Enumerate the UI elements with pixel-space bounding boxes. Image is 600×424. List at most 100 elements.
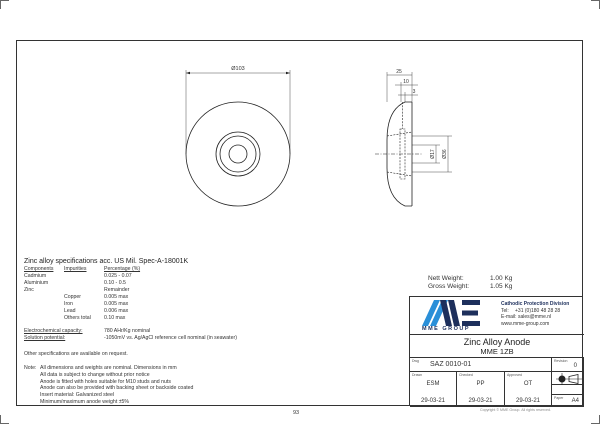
spec-row: Zinc Remainder: [24, 287, 188, 294]
component: [24, 301, 64, 308]
drawing-title: Zinc Alloy Anode MME 1ZB: [410, 335, 584, 358]
dwg-cell: Dwg SAZ 0010-01: [410, 358, 552, 372]
spec-row: Aluminium 0.10 - 0.5: [24, 280, 188, 287]
paper-size: A4: [571, 398, 579, 404]
email-value: sales@mme.nl: [518, 314, 552, 320]
impurity: [64, 273, 104, 280]
other-specs-note: Other specifications are available on re…: [24, 351, 128, 357]
component: Aluminium: [24, 280, 49, 286]
nett-weight-label: Nett Weight:: [428, 275, 464, 282]
checked-value: PP: [476, 381, 485, 387]
header-components: Components: [24, 266, 54, 272]
dwg-number: SAZ 0010-01: [430, 361, 472, 368]
spec-row: Lead 0.006 max: [24, 308, 188, 315]
hub-diameter-label: Ø36: [442, 149, 448, 159]
dwg-label: Dwg: [412, 359, 420, 363]
notes: Note:All dimensions and weights are nomi…: [24, 365, 193, 406]
drawn-cell: Drawn ESM 29-03-21: [410, 372, 457, 407]
crop-mark-top-left: [0, 0, 9, 9]
spec-header-row: Components Impurities Percentage (%): [24, 266, 188, 273]
approved-label: Approved: [507, 373, 522, 377]
header-impurities: Impurities: [64, 266, 87, 272]
company-division: Cathodic Protection Division: [501, 301, 570, 307]
weights: Nett Weight: 1.00 Kg Gross Weight: 1.05 Kg: [428, 275, 512, 291]
gross-weight-label: Gross Weight:: [428, 283, 470, 290]
paper-label: Paper: [554, 396, 564, 400]
header-percentage: Percentage (%): [104, 266, 141, 272]
component: [24, 308, 64, 315]
note-line: Insert material: Galvanized steel: [40, 392, 115, 399]
front-view: [185, 70, 291, 207]
spec-row: Others total 0.10 max: [24, 315, 188, 322]
percentage: 0.006 max: [104, 308, 129, 314]
drawn-date: 29-03-21: [420, 398, 446, 404]
note-line: Anode is fitted with holes suitable for …: [40, 378, 171, 385]
side-view: [375, 72, 452, 207]
percentage: 0.005 max: [104, 301, 129, 307]
impurity: Lead: [64, 308, 76, 314]
note-line: Anode can also be provided with backing …: [40, 385, 194, 392]
gross-weight-value: 1.05 Kg: [490, 283, 513, 290]
approved-cell: Approved OT 29-03-21: [505, 372, 552, 407]
impurity: [64, 280, 104, 287]
projection-cell: [552, 372, 584, 385]
percentage: 0.025 - 0.07: [104, 273, 132, 279]
revision-label: Revision: [554, 359, 568, 363]
impurity: [64, 287, 104, 294]
title-block: MME GROUP Cathodic Protection Division T…: [409, 296, 584, 407]
spec-row: Copper 0.005 max: [24, 294, 188, 301]
spec-row: Iron 0.005 max: [24, 301, 188, 308]
drawn-value: ESM: [426, 381, 440, 387]
checked-label: Checked: [459, 373, 473, 377]
title-text: Zinc Alloy Anode: [463, 337, 531, 347]
checked-date: 29-03-21: [468, 398, 493, 404]
page-number: 93: [293, 410, 300, 416]
approved-value: OT: [523, 381, 533, 387]
drawn-label: Drawn: [412, 373, 423, 377]
paper-cell: Paper A4: [552, 395, 584, 407]
component: Zinc: [24, 287, 34, 293]
company-info: Cathodic Protection Division Tel: +31 (0)…: [501, 301, 569, 327]
nett-weight-value: 1.00 Kg: [490, 275, 513, 282]
capacity-value: 780 AHr/Kg nominal: [104, 328, 151, 334]
component: [24, 315, 64, 322]
side-offset-label: 10: [403, 79, 409, 85]
alloy-spec-table: Zinc alloy specifications acc. US Mil. S…: [24, 257, 188, 322]
third-angle-projection-icon: [556, 373, 582, 385]
percentage: 0.10 max: [104, 315, 126, 321]
blank-cell: [552, 385, 584, 395]
component: [24, 294, 64, 301]
approved-date: 29-03-21: [515, 398, 541, 404]
drawing-frame: [16, 40, 583, 406]
spec-title: Zinc alloy specifications acc. US Mil. S…: [24, 258, 189, 265]
tel-label: Tel:: [501, 307, 509, 314]
note-line: Minimum/maximum anode weight ±5%: [40, 398, 130, 405]
capacity-label: Electrochemical capacity:: [24, 328, 83, 334]
hole-diameter-label: Ø17: [430, 149, 436, 159]
revision-cell: Revision 0: [552, 358, 584, 372]
logo-text: MME GROUP: [422, 326, 471, 332]
email-label: E-mail:: [501, 314, 517, 320]
front-diameter-label: Ø103: [231, 66, 244, 72]
impurity: Others total: [64, 315, 91, 321]
percentage: 0.10 - 0.5: [104, 280, 126, 286]
percentage: Remainder: [104, 287, 130, 293]
company-header: MME GROUP Cathodic Protection Division T…: [410, 297, 584, 335]
impurity: Iron: [64, 301, 73, 307]
tel-value: +31 (0)180 48 28 28: [515, 307, 561, 314]
side-insert-label: 3: [413, 89, 416, 95]
percentage: 0.005 max: [104, 294, 129, 300]
note-line: All data is subject to change without pr…: [40, 371, 150, 378]
potential-value: -1050mV vs. Ag/AgCl reference cell nomin…: [104, 335, 237, 341]
mme-logo-icon: [422, 300, 480, 326]
notes-label: Note:: [24, 365, 37, 371]
electrochemical-specs: Electrochemical capacity: 780 AHr/Kg nomi…: [24, 328, 237, 342]
component: Cadmium: [24, 273, 47, 279]
checked-cell: Checked PP 29-03-21: [457, 372, 505, 407]
copyright: Copyright © MME Group. All rights reserv…: [480, 408, 551, 412]
impurity: Copper: [64, 294, 82, 300]
note-line: All dimensions and weights are nominal. …: [40, 365, 177, 371]
revision-value: 0: [573, 363, 577, 369]
potential-label: Solution potential:: [24, 335, 66, 341]
